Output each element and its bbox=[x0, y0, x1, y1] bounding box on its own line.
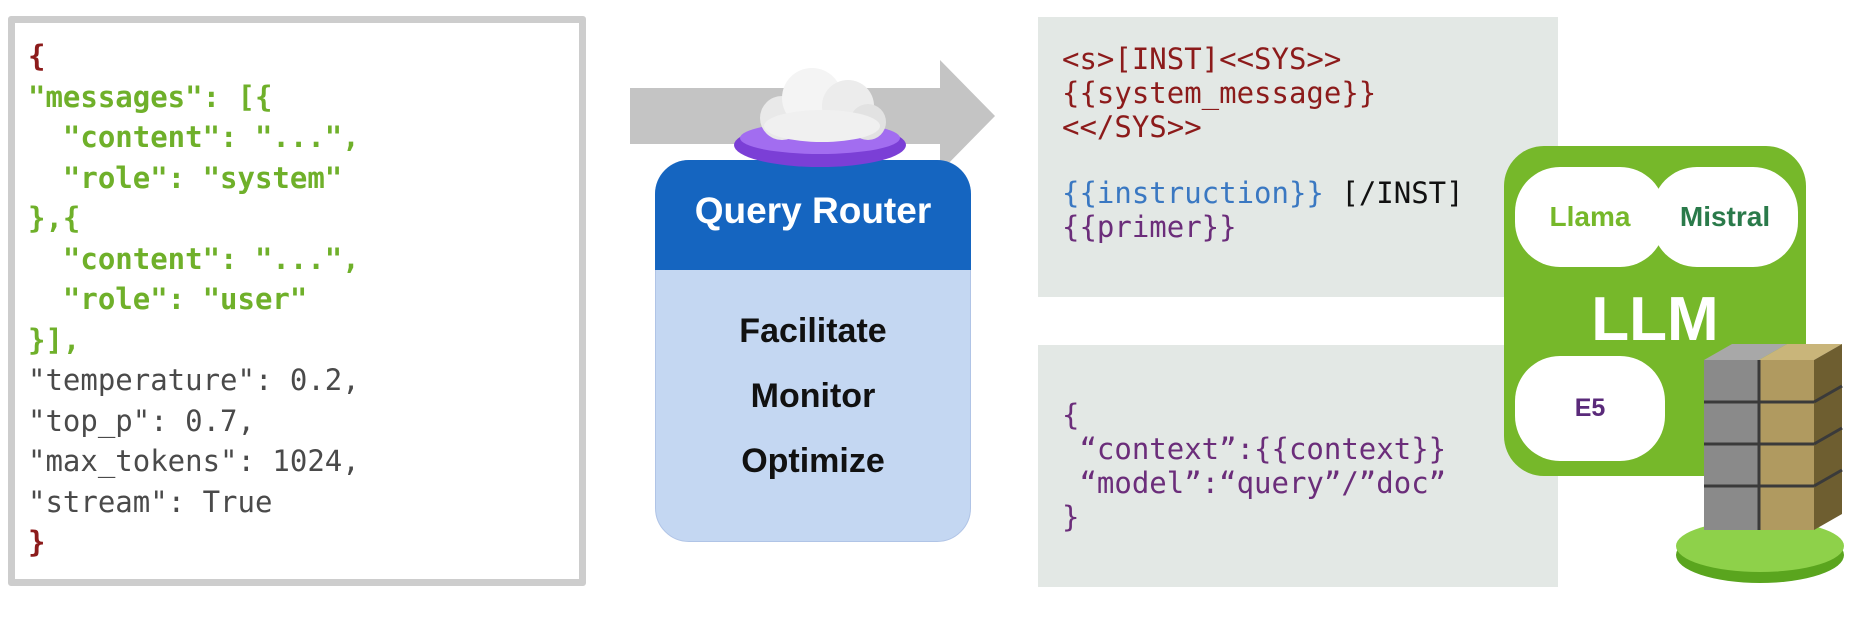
json-line: "role": "system" bbox=[28, 160, 343, 195]
model-llama: Llama bbox=[1515, 167, 1665, 267]
json-request-code: { "messages": [{ "content": "...", "role… bbox=[28, 36, 360, 563]
embedding-line-model: “model”:“query”/”doc” bbox=[1062, 466, 1447, 500]
model-mistral: Mistral bbox=[1652, 167, 1798, 267]
server-stack-icon bbox=[1676, 344, 1844, 583]
prompt-line-inst: <s>[INST]<<SYS>> bbox=[1062, 42, 1342, 76]
model-e5: E5 bbox=[1515, 356, 1665, 461]
json-request-panel bbox=[8, 16, 586, 586]
llm-label: LLM bbox=[1591, 285, 1719, 354]
embedding-template-panel bbox=[1038, 345, 1558, 587]
embedding-line-context: “context”:{{context}} bbox=[1062, 432, 1447, 466]
prompt-line-primer: {{primer}} bbox=[1062, 210, 1237, 244]
json-line: "messages": [{ bbox=[28, 79, 273, 114]
embedding-line-open: { bbox=[1062, 398, 1080, 432]
json-line: },{ bbox=[28, 201, 81, 235]
router-item-monitor: Monitor bbox=[750, 377, 876, 415]
json-line: "role": "user" bbox=[28, 282, 308, 316]
json-line: "top_p": 0.7, bbox=[28, 403, 255, 438]
json-line: "content": "...", bbox=[28, 241, 360, 276]
prompt-line-sys-close: <</SYS>> bbox=[1062, 110, 1202, 144]
prompt-template-panel bbox=[1038, 17, 1558, 297]
json-line: "max_tokens": 1024, bbox=[28, 444, 360, 478]
inst-close-token: [/INST] bbox=[1323, 176, 1464, 210]
prompt-line-system-message: {{system_message}} bbox=[1062, 76, 1377, 110]
json-line: "stream": True bbox=[28, 484, 273, 519]
json-line: "content": "...", bbox=[28, 120, 360, 154]
query-router-header bbox=[655, 160, 971, 270]
router-item-optimize: Optimize bbox=[741, 442, 885, 480]
router-item-facilitate: Facilitate bbox=[739, 312, 887, 350]
query-router-title: Query Router bbox=[694, 190, 932, 231]
json-line: } bbox=[28, 525, 46, 559]
instruction-token: {{instruction}} bbox=[1062, 176, 1324, 210]
prompt-line-instruction: {{instruction}} [/INST] bbox=[1062, 176, 1464, 210]
embedding-line-close: } bbox=[1062, 500, 1080, 534]
cloud-icon bbox=[734, 68, 906, 167]
json-line: "temperature": 0.2, bbox=[28, 363, 360, 397]
json-line: { bbox=[28, 39, 46, 73]
json-line: }], bbox=[28, 322, 81, 357]
